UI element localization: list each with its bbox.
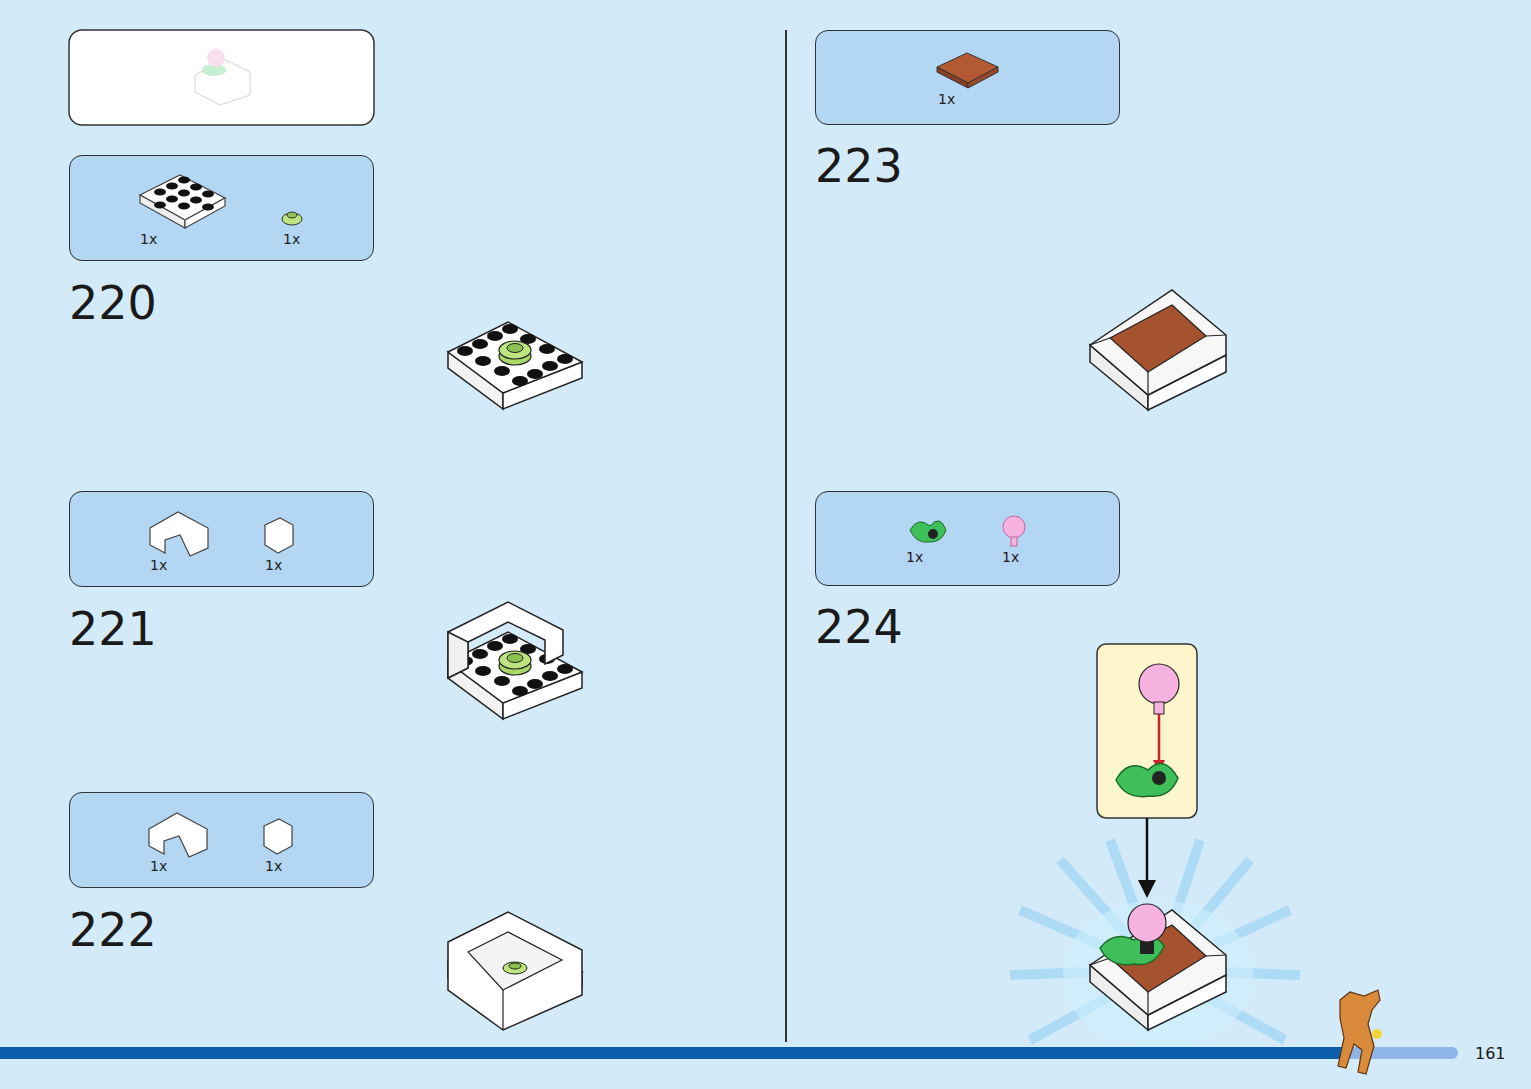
part-count: 1x — [150, 858, 167, 874]
step-number: 224 — [815, 604, 903, 650]
part-count: 1x — [265, 858, 282, 874]
parts-callout-box: 1x 1x — [69, 491, 374, 587]
parts-callout-box: 1x 1x — [815, 491, 1120, 586]
callout-fill — [69, 155, 374, 261]
callout-fill — [69, 792, 374, 888]
part-icons — [140, 53, 1025, 857]
callout-fill — [815, 491, 1120, 586]
step-number: 220 — [69, 280, 157, 326]
part-count: 1x — [265, 557, 282, 573]
step-number: 221 — [69, 606, 157, 652]
page-number: 161 — [1475, 1046, 1506, 1062]
parts-callout-box: 1x 1x — [69, 792, 374, 888]
callout-fill — [69, 491, 374, 587]
part-count: 1x — [906, 549, 923, 565]
parts-callout-box: 1x — [815, 30, 1120, 125]
step-number: 222 — [69, 907, 157, 953]
part-count: 1x — [140, 231, 157, 247]
part-count: 1x — [150, 557, 167, 573]
callout-fill — [815, 30, 1120, 125]
part-count: 1x — [283, 231, 300, 247]
step-number: 223 — [815, 143, 903, 189]
parts-callout-box: 1x 1x — [69, 155, 374, 261]
part-count: 1x — [1002, 549, 1019, 565]
part-count: 1x — [938, 91, 955, 107]
